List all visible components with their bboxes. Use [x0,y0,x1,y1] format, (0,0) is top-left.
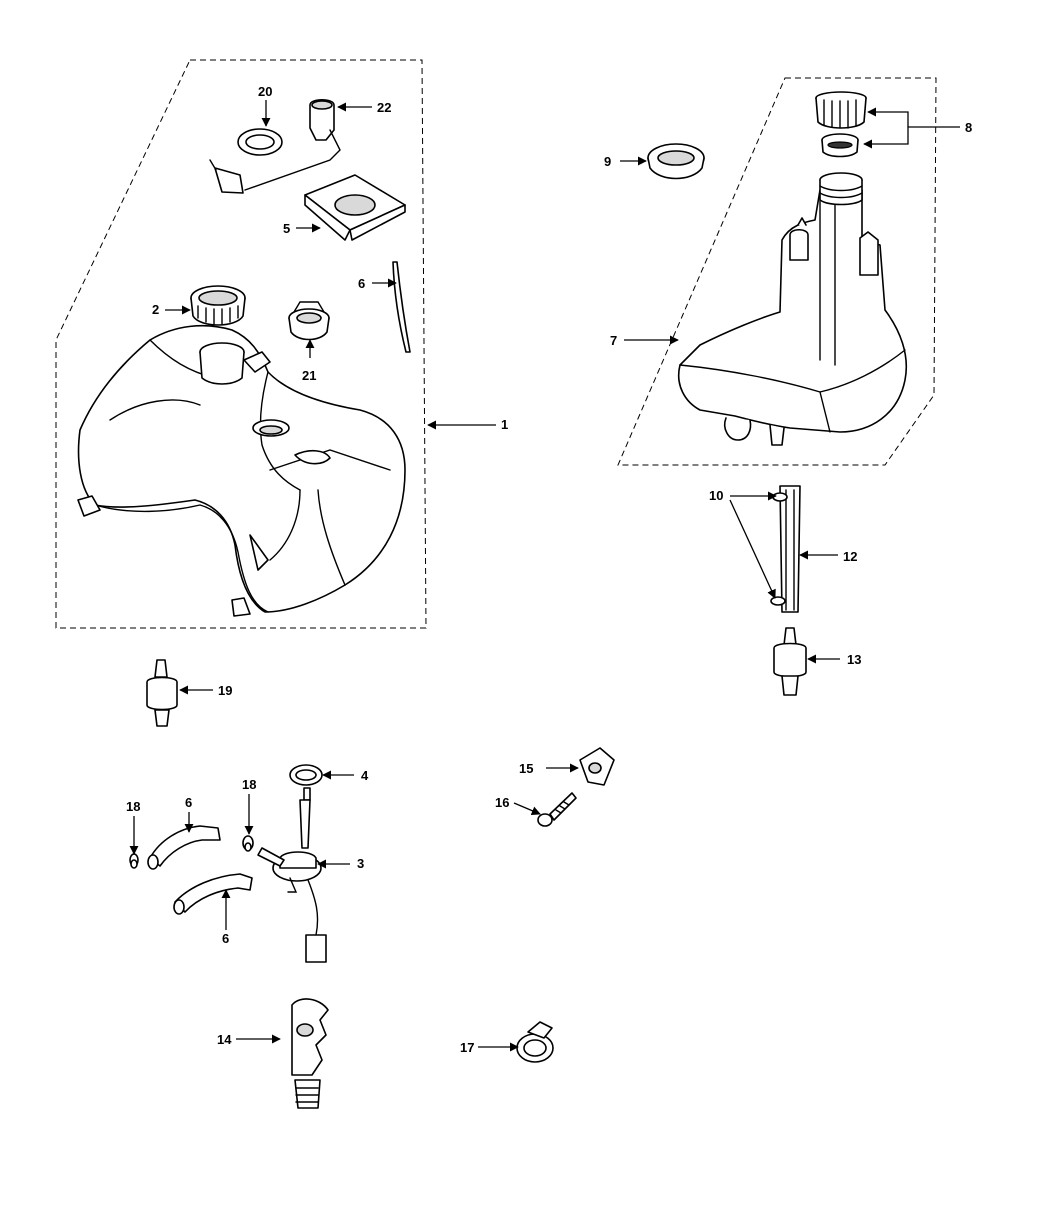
leader-lines [129,100,960,1052]
part-17-spring-clip [516,1021,554,1063]
callout-6-top: 6 [358,276,365,291]
callout-13: 13 [847,652,861,667]
callout-7: 7 [610,333,617,348]
part-2-filler-ring [190,285,246,326]
part-21-lock-ring [288,301,330,341]
part-8-oil-cap [815,91,867,158]
callout-17: 17 [460,1040,474,1055]
callout-18-right: 18 [242,777,256,792]
part-18-clip-left [129,853,139,869]
part-6-breather-hose [392,261,411,353]
part-20-o-ring [237,128,283,156]
callout-22: 22 [377,100,391,115]
fuel-tank-group-boundary [55,59,427,629]
callout-4: 4 [361,768,369,783]
callout-1: 1 [501,417,508,432]
callout-12: 12 [843,549,857,564]
callout-21: 21 [302,368,316,383]
callout-14: 14 [217,1032,232,1047]
callout-18-left: 18 [126,799,140,814]
part-7-oil-tank [678,172,908,446]
part-16-screw [537,792,577,827]
part-13-oil-filter [773,627,807,696]
part-18-clip-right [242,835,254,852]
callout-2: 2 [152,302,159,317]
part-6-fuel-hose-upper [147,825,221,870]
callout-15: 15 [519,761,533,776]
part-15-bracket [579,747,615,786]
callout-6-middle: 6 [185,795,192,810]
callout-9: 9 [604,154,611,169]
part-1-fuel-tank [77,324,406,617]
callout-5: 5 [283,221,290,236]
part-5-gasket-plate [304,174,406,241]
callout-labels: 1 2 3 4 5 6 6 6 7 8 9 10 12 13 14 15 16 … [126,84,972,1055]
part-22-fuel-level-sender [209,98,341,194]
callout-8: 8 [965,120,972,135]
part-4-hose-clamp [289,764,323,801]
callout-3: 3 [357,856,364,871]
callout-6-bottom: 6 [222,931,229,946]
part-6-fuel-hose-lower [173,873,253,915]
callout-19: 19 [218,683,232,698]
part-3-fuel-tap [257,799,327,963]
oil-tank-group-boundary [617,77,937,466]
part-9-seal-ring [647,143,705,180]
callout-20: 20 [258,84,272,99]
part-14-hose-holder [291,998,329,1109]
part-19-fuel-filter [146,659,178,727]
callout-10: 10 [709,488,723,503]
callout-16: 16 [495,795,509,810]
part-12-oil-hose [779,485,801,613]
